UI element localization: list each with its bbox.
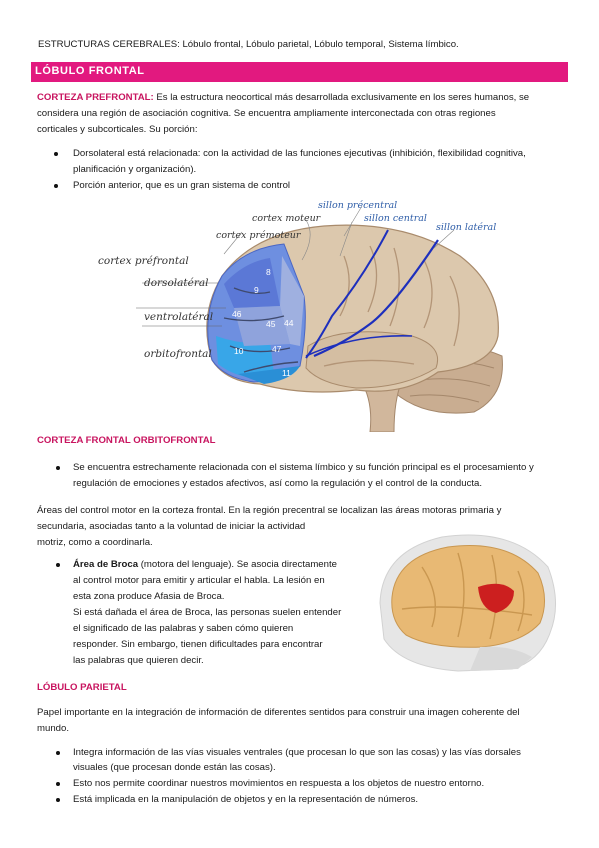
brain-lateral-figure: 8 9 46 45 44 47 10 11 cortex préfrontal … (94, 196, 508, 432)
broca-brain-figure (362, 527, 562, 673)
prefrontal-line-2: considera una región de asociación cogni… (37, 108, 496, 119)
parietal-intro-line-1: Papel importante en la integración de in… (37, 707, 520, 718)
bullet-dot (56, 563, 60, 567)
bullet-dot (54, 152, 58, 156)
area-number: 8 (266, 267, 271, 277)
prefrontal-line-3: corticales y subcorticales. Su porción: (37, 124, 198, 135)
prefrontal-bullet-2: Porción anterior, que es un gran sistema… (73, 180, 291, 191)
label-cortex-premoteur: cortex prémoteur (216, 230, 302, 241)
motor-line-2: secundaria, asociadas tanto a la volunta… (37, 521, 306, 532)
area-number: 46 (232, 309, 242, 319)
parietal-bullet-3: Está implicada en la manipulación de obj… (73, 794, 419, 805)
prefrontal-line-1: CORTEZA PREFRONTAL: Es la estructura neo… (37, 91, 529, 104)
label-sillon-central: sillon central (364, 213, 427, 224)
label-dorsolateral: dorsolatéral (144, 277, 208, 289)
broca-line-1: Área de Broca (motora del lenguaje). Se … (73, 558, 337, 571)
broca-text-1: (motora del lenguaje). Se asocia directa… (140, 559, 337, 570)
label-ventrolateral: ventrolatéral (144, 311, 213, 323)
broca-line-4: Si está dañada el área de Broca, las per… (73, 607, 342, 618)
label-cortex-prefrontal: cortex préfrontal (98, 255, 189, 267)
broca-title: Área de Broca (73, 559, 139, 570)
broca-line-6: responder. Sin embargo, tienen dificulta… (73, 639, 323, 650)
bullet-dot (56, 466, 60, 470)
section-banner-frontal: LÓBULO FRONTAL (31, 62, 568, 82)
parietal-bullet-1-line-1: Integra información de las vías visuales… (73, 747, 521, 758)
area-number: 10 (234, 346, 244, 356)
motor-line-1: Áreas del control motor en la corteza fr… (37, 505, 502, 516)
parietal-bullet-1-line-2: visuales (que procesan donde están las c… (73, 762, 276, 773)
banner-title: LÓBULO FRONTAL (35, 65, 145, 77)
label-orbitofrontal: orbitofrontal (144, 348, 212, 360)
area-number: 45 (266, 319, 276, 329)
bullet-dot (56, 798, 60, 802)
orbitofrontal-bullet-line-2: regulación de emociones y estados afecti… (73, 478, 483, 489)
area-number: 9 (254, 285, 259, 295)
document-header: ESTRUCTURAS CEREBRALES: Lóbulo frontal, … (38, 39, 459, 50)
prefrontal-text-1: Es la estructura neocortical más desarro… (156, 92, 530, 103)
parietal-intro-line-2: mundo. (37, 723, 69, 734)
area-number: 44 (284, 318, 294, 328)
prefrontal-heading: CORTEZA PREFRONTAL: (37, 92, 154, 103)
bullet-dot (56, 751, 60, 755)
prefrontal-bullet-1-line-1: Dorsolateral está relacionada: con la ac… (73, 148, 526, 159)
orbitofrontal-heading: CORTEZA FRONTAL ORBITOFRONTAL (37, 435, 216, 446)
broca-line-7: las palabras que quieren decir. (73, 655, 204, 666)
label-sillon-lateral: sillon latéral (436, 222, 496, 233)
broca-line-3: esta zona produce Afasia de Broca. (73, 591, 225, 602)
prefrontal-bullet-1-line-2: planificación y organización). (73, 164, 197, 175)
parietal-bullet-2: Esto nos permite coordinar nuestros movi… (73, 778, 485, 789)
area-number: 47 (272, 344, 282, 354)
orbitofrontal-bullet-line-1: Se encuentra estrechamente relacionada c… (73, 462, 534, 473)
bullet-dot (56, 782, 60, 786)
broca-line-5: el significado de las palabras y saben c… (73, 623, 294, 634)
label-sillon-precentral: sillon précentral (318, 200, 397, 211)
bullet-dot (54, 184, 58, 188)
motor-line-3: motriz, como a coordinarla. (37, 537, 153, 548)
label-cortex-moteur: cortex moteur (252, 213, 322, 224)
area-number: 11 (282, 368, 291, 378)
broca-line-2: al control motor para emitir y articular… (73, 575, 325, 586)
parietal-heading: LÓBULO PARIETAL (37, 682, 127, 693)
